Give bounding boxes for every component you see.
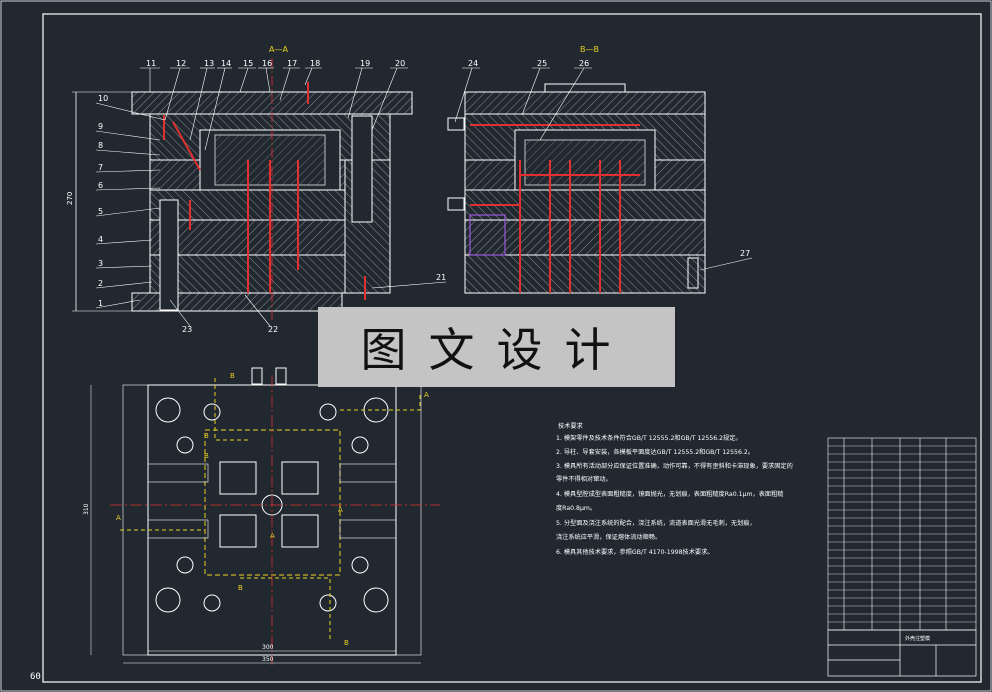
svg-text:B: B: [204, 432, 209, 440]
svg-text:1. 模架零件及技术条件符合GB/T 12555.2和GB/: 1. 模架零件及技术条件符合GB/T 12555.2和GB/T 12556.2规…: [556, 434, 742, 442]
svg-text:22: 22: [268, 325, 278, 334]
svg-text:8: 8: [98, 141, 103, 150]
plan-view: [90, 367, 440, 665]
svg-text:度Ra0.8μm。: 度Ra0.8μm。: [556, 504, 596, 512]
callouts-side: 10 9 8 7 6 5 4 3 2 1: [98, 94, 108, 308]
svg-text:5: 5: [98, 207, 103, 216]
svg-text:2. 导柱、导套安装，各模板平面度达GB/T 12555.2: 2. 导柱、导套安装，各模板平面度达GB/T 12555.2和GB/T 1255…: [556, 448, 754, 456]
svg-text:6: 6: [98, 181, 103, 190]
svg-text:3: 3: [98, 259, 103, 268]
section-view-bb: [447, 83, 706, 294]
svg-text:A: A: [338, 506, 343, 514]
svg-text:B: B: [230, 372, 235, 380]
drawing-border: [42, 13, 982, 683]
section-view-aa: [72, 58, 413, 320]
svg-text:15: 15: [243, 59, 253, 68]
dim-plan-inner: 300: [262, 644, 274, 651]
svg-text:10: 10: [98, 94, 108, 103]
svg-text:14: 14: [221, 59, 231, 68]
svg-text:17: 17: [287, 59, 297, 68]
svg-text:9: 9: [98, 122, 103, 131]
svg-text:18: 18: [310, 59, 320, 68]
plan-markers: B A A A A B B B B: [116, 372, 429, 647]
svg-text:7: 7: [98, 163, 103, 172]
svg-text:2: 2: [98, 279, 103, 288]
callouts-right-top: 24 25 26: [468, 59, 589, 68]
dim-height-side: 270: [66, 192, 74, 205]
svg-text:B: B: [238, 584, 243, 592]
svg-text:B: B: [344, 639, 349, 647]
svg-text:A: A: [270, 532, 275, 540]
svg-text:B: B: [204, 452, 209, 460]
callouts-left: 11 12 13 14 15 16 17 18 19 20: [146, 59, 405, 68]
corner-mark: 60: [30, 672, 41, 682]
svg-text:12: 12: [176, 59, 186, 68]
svg-text:16: 16: [262, 59, 272, 68]
svg-text:4: 4: [98, 235, 103, 244]
section-label-bb: B—B: [580, 45, 599, 54]
svg-text:19: 19: [360, 59, 370, 68]
svg-text:21: 21: [436, 273, 446, 282]
title-block: [827, 629, 977, 677]
svg-text:技术要求: 技术要求: [558, 422, 583, 430]
svg-text:A: A: [116, 514, 121, 522]
svg-text:4. 模具型腔成型表面粗糙度，镜面抛光，无划痕，表面粗糙度R: 4. 模具型腔成型表面粗糙度，镜面抛光，无划痕，表面粗糙度Ra0.1μm，表面粗…: [556, 490, 783, 498]
svg-text:零件不得相对窜动。: 零件不得相对窜动。: [556, 475, 612, 483]
svg-text:浇注系统应平滑，保证熔体流动顺畅。: 浇注系统应平滑，保证熔体流动顺畅。: [556, 533, 661, 541]
section-label-aa: A—A: [269, 45, 288, 54]
svg-text:6. 模具其他技术要求，参照GB/T 4170-1998技术: 6. 模具其他技术要求，参照GB/T 4170-1998技术要求。: [556, 548, 713, 556]
dim-plan-height: 310: [83, 503, 90, 515]
svg-text:24: 24: [468, 59, 478, 68]
svg-text:13: 13: [204, 59, 214, 68]
title-block-name: 外壳注塑模: [905, 635, 930, 642]
svg-text:27: 27: [740, 249, 750, 258]
svg-text:23: 23: [182, 325, 192, 334]
svg-text:11: 11: [146, 59, 156, 68]
dim-plan-width: 350: [262, 656, 274, 663]
svg-text:3. 模具所有活动部分应保证位置准确，动作可靠，不得有歪斜和: 3. 模具所有活动部分应保证位置准确，动作可靠，不得有歪斜和卡滞现象，要求固定的: [556, 462, 793, 470]
technical-notes: 技术要求 1. 模架零件及技术条件符合GB/T 12555.2和GB/T 125…: [556, 422, 793, 556]
svg-text:25: 25: [537, 59, 547, 68]
svg-text:20: 20: [395, 59, 405, 68]
svg-text:A: A: [424, 391, 429, 399]
svg-text:1: 1: [98, 299, 103, 308]
watermark: 图文设计: [318, 307, 675, 387]
svg-text:26: 26: [579, 59, 589, 68]
svg-text:5. 分型面及浇注系统的配合，浇注系统，流道表面光滑无毛刺，: 5. 分型面及浇注系统的配合，浇注系统，流道表面光滑无毛刺，无划痕，: [556, 519, 756, 527]
